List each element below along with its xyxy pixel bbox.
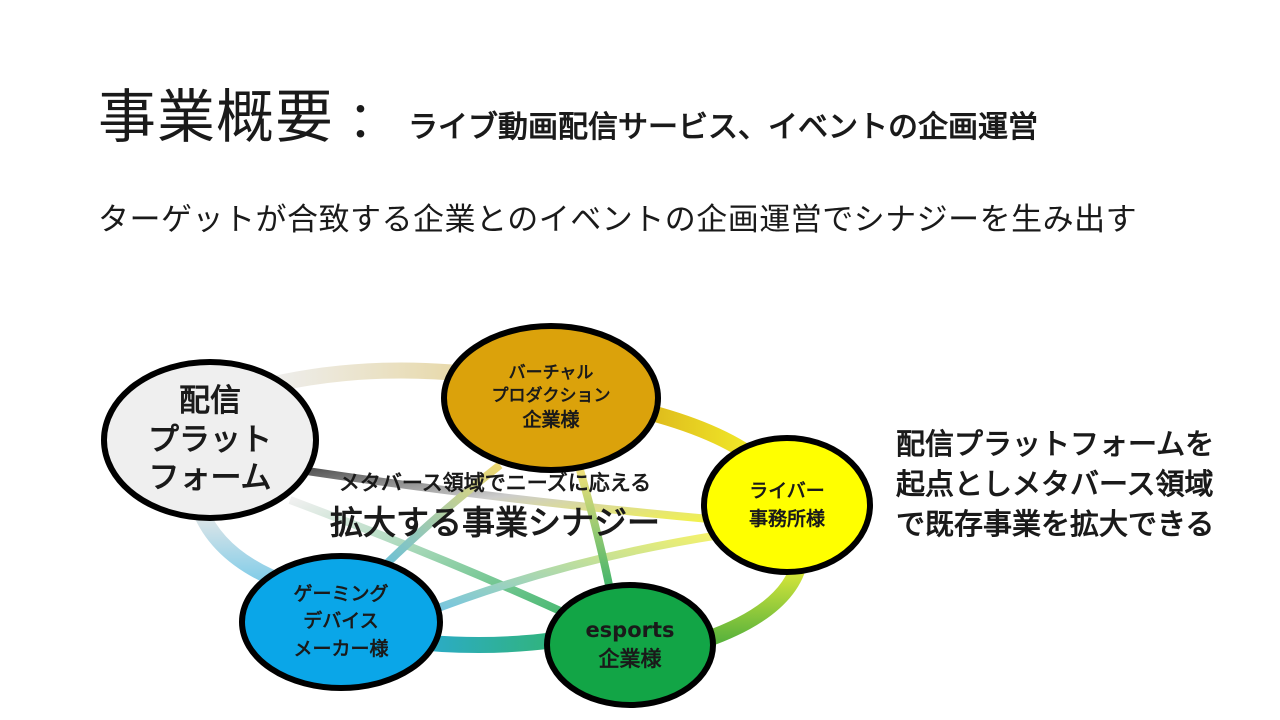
connector-platform-esports <box>288 496 582 624</box>
slide-subtitle: ターゲットが合致する企業とのイベントの企画運営でシナジーを生み出す <box>98 202 1138 238</box>
node-platform <box>101 359 319 521</box>
center-synergy-headline: 拡大する事業シナジー <box>300 502 690 545</box>
liver-line1: ライバー <box>749 479 825 502</box>
side-note-line3: で既存事業を拡大できる <box>896 507 1215 542</box>
slide-title: 事業概要 ： ライブ動画配信サービス、イベントの企画運営 <box>98 70 1038 154</box>
node-gaming-label: ゲーミング デバイス メーカー様 <box>256 578 426 666</box>
side-note: 配信プラットフォームを 起点としメタバース領域 で既存事業を拡大できる <box>896 424 1214 544</box>
platform-line1: 配信 <box>179 382 241 419</box>
node-gaming <box>239 553 443 691</box>
title-subheading: ライブ動画配信サービス、イベントの企画運営 <box>408 110 1039 145</box>
side-note-line2: 起点としメタバース領域 <box>896 467 1214 502</box>
esports-line1: esports <box>585 617 675 642</box>
center-synergy-caption: メタバース領域でニーズに応える <box>300 470 690 497</box>
title-main: 事業概要 <box>98 83 335 151</box>
node-esports <box>544 582 716 708</box>
gaming-line1: ゲーミング <box>293 582 389 605</box>
platform-line2: プラット <box>148 421 272 458</box>
node-liver-label: ライバー 事務所様 <box>717 472 857 538</box>
production-line1: バーチャル <box>508 363 594 384</box>
connector-liver-gaming <box>418 531 721 619</box>
connector-production-esports <box>576 468 614 591</box>
production-line3: 企業様 <box>522 409 580 432</box>
production-line2: プロダクション <box>491 386 611 407</box>
node-liver <box>701 435 873 575</box>
node-esports-label: esports 企業様 <box>560 612 700 678</box>
side-note-line1: 配信プラットフォームを <box>896 427 1215 461</box>
gaming-line3: メーカー様 <box>293 637 389 660</box>
node-production-label: バーチャル プロダクション 企業様 <box>451 352 651 444</box>
center-line1: メタバース領域でニーズに応える <box>338 471 652 495</box>
node-platform-label: 配信 プラット フォーム <box>114 378 306 502</box>
gaming-line2: デバイス <box>303 610 379 633</box>
liver-line2: 事務所様 <box>748 508 825 530</box>
title-separator: ： <box>348 91 399 149</box>
platform-line3: フォーム <box>148 460 272 497</box>
node-production <box>441 323 661 473</box>
esports-line2: 企業様 <box>598 647 662 671</box>
center-line2: 拡大する事業シナジー <box>330 503 660 542</box>
connector-platform-liver <box>299 466 721 524</box>
